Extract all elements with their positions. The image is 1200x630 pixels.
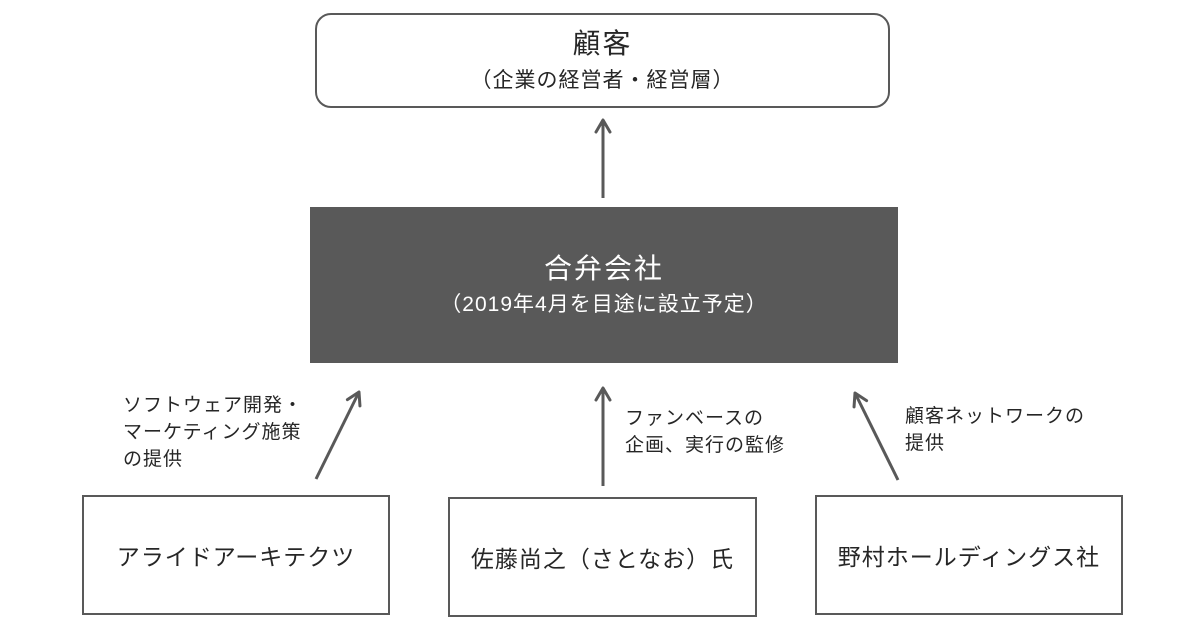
joint-venture-box-subtitle: （2019年4月を目途に設立予定） (440, 293, 768, 317)
contribution-label-allied: ソフトウェア開発・ マーケティング施策 の提供 (123, 392, 303, 473)
contribution-label-nomura: 顧客ネットワークの 提供 (905, 403, 1085, 457)
contribution-label-line: ソフトウェア開発・ (123, 395, 304, 416)
contribution-label-line: 顧客ネットワークの (905, 406, 1086, 427)
contribution-label-line: マーケティング施策 (123, 422, 302, 443)
partner-box-nomura: 野村ホールディングス社 (815, 495, 1123, 615)
arrow-allied-to-jv (314, 390, 362, 480)
arrow-nomura-to-jv (852, 391, 900, 481)
partner-box-satonao-name: 佐藤尚之（さとなお）氏 (470, 546, 735, 572)
contribution-label-line: 企画、実行の監修 (625, 435, 786, 456)
contribution-label-line: 提供 (905, 433, 946, 454)
partner-box-allied-name: アライドアーキテクツ (116, 544, 356, 570)
contribution-label-line: の提供 (123, 449, 184, 470)
partner-box-allied: アライドアーキテクツ (82, 495, 390, 615)
partner-box-nomura-name: 野村ホールディングス社 (837, 544, 1101, 570)
customer-box: 顧客 （企業の経営者・経営層） (315, 13, 890, 108)
customer-box-subtitle: （企業の経営者・経営層） (470, 68, 735, 92)
joint-venture-box-title: 合弁会社 (543, 252, 664, 284)
joint-venture-box: 合弁会社 （2019年4月を目途に設立予定） (310, 207, 898, 363)
partner-box-satonao: 佐藤尚之（さとなお）氏 (448, 497, 757, 617)
customer-box-title: 顧客 (572, 28, 633, 60)
contribution-label-line: ファンベースの (625, 408, 765, 429)
contribution-label-satonao: ファンベースの 企画、実行の監修 (625, 405, 785, 459)
